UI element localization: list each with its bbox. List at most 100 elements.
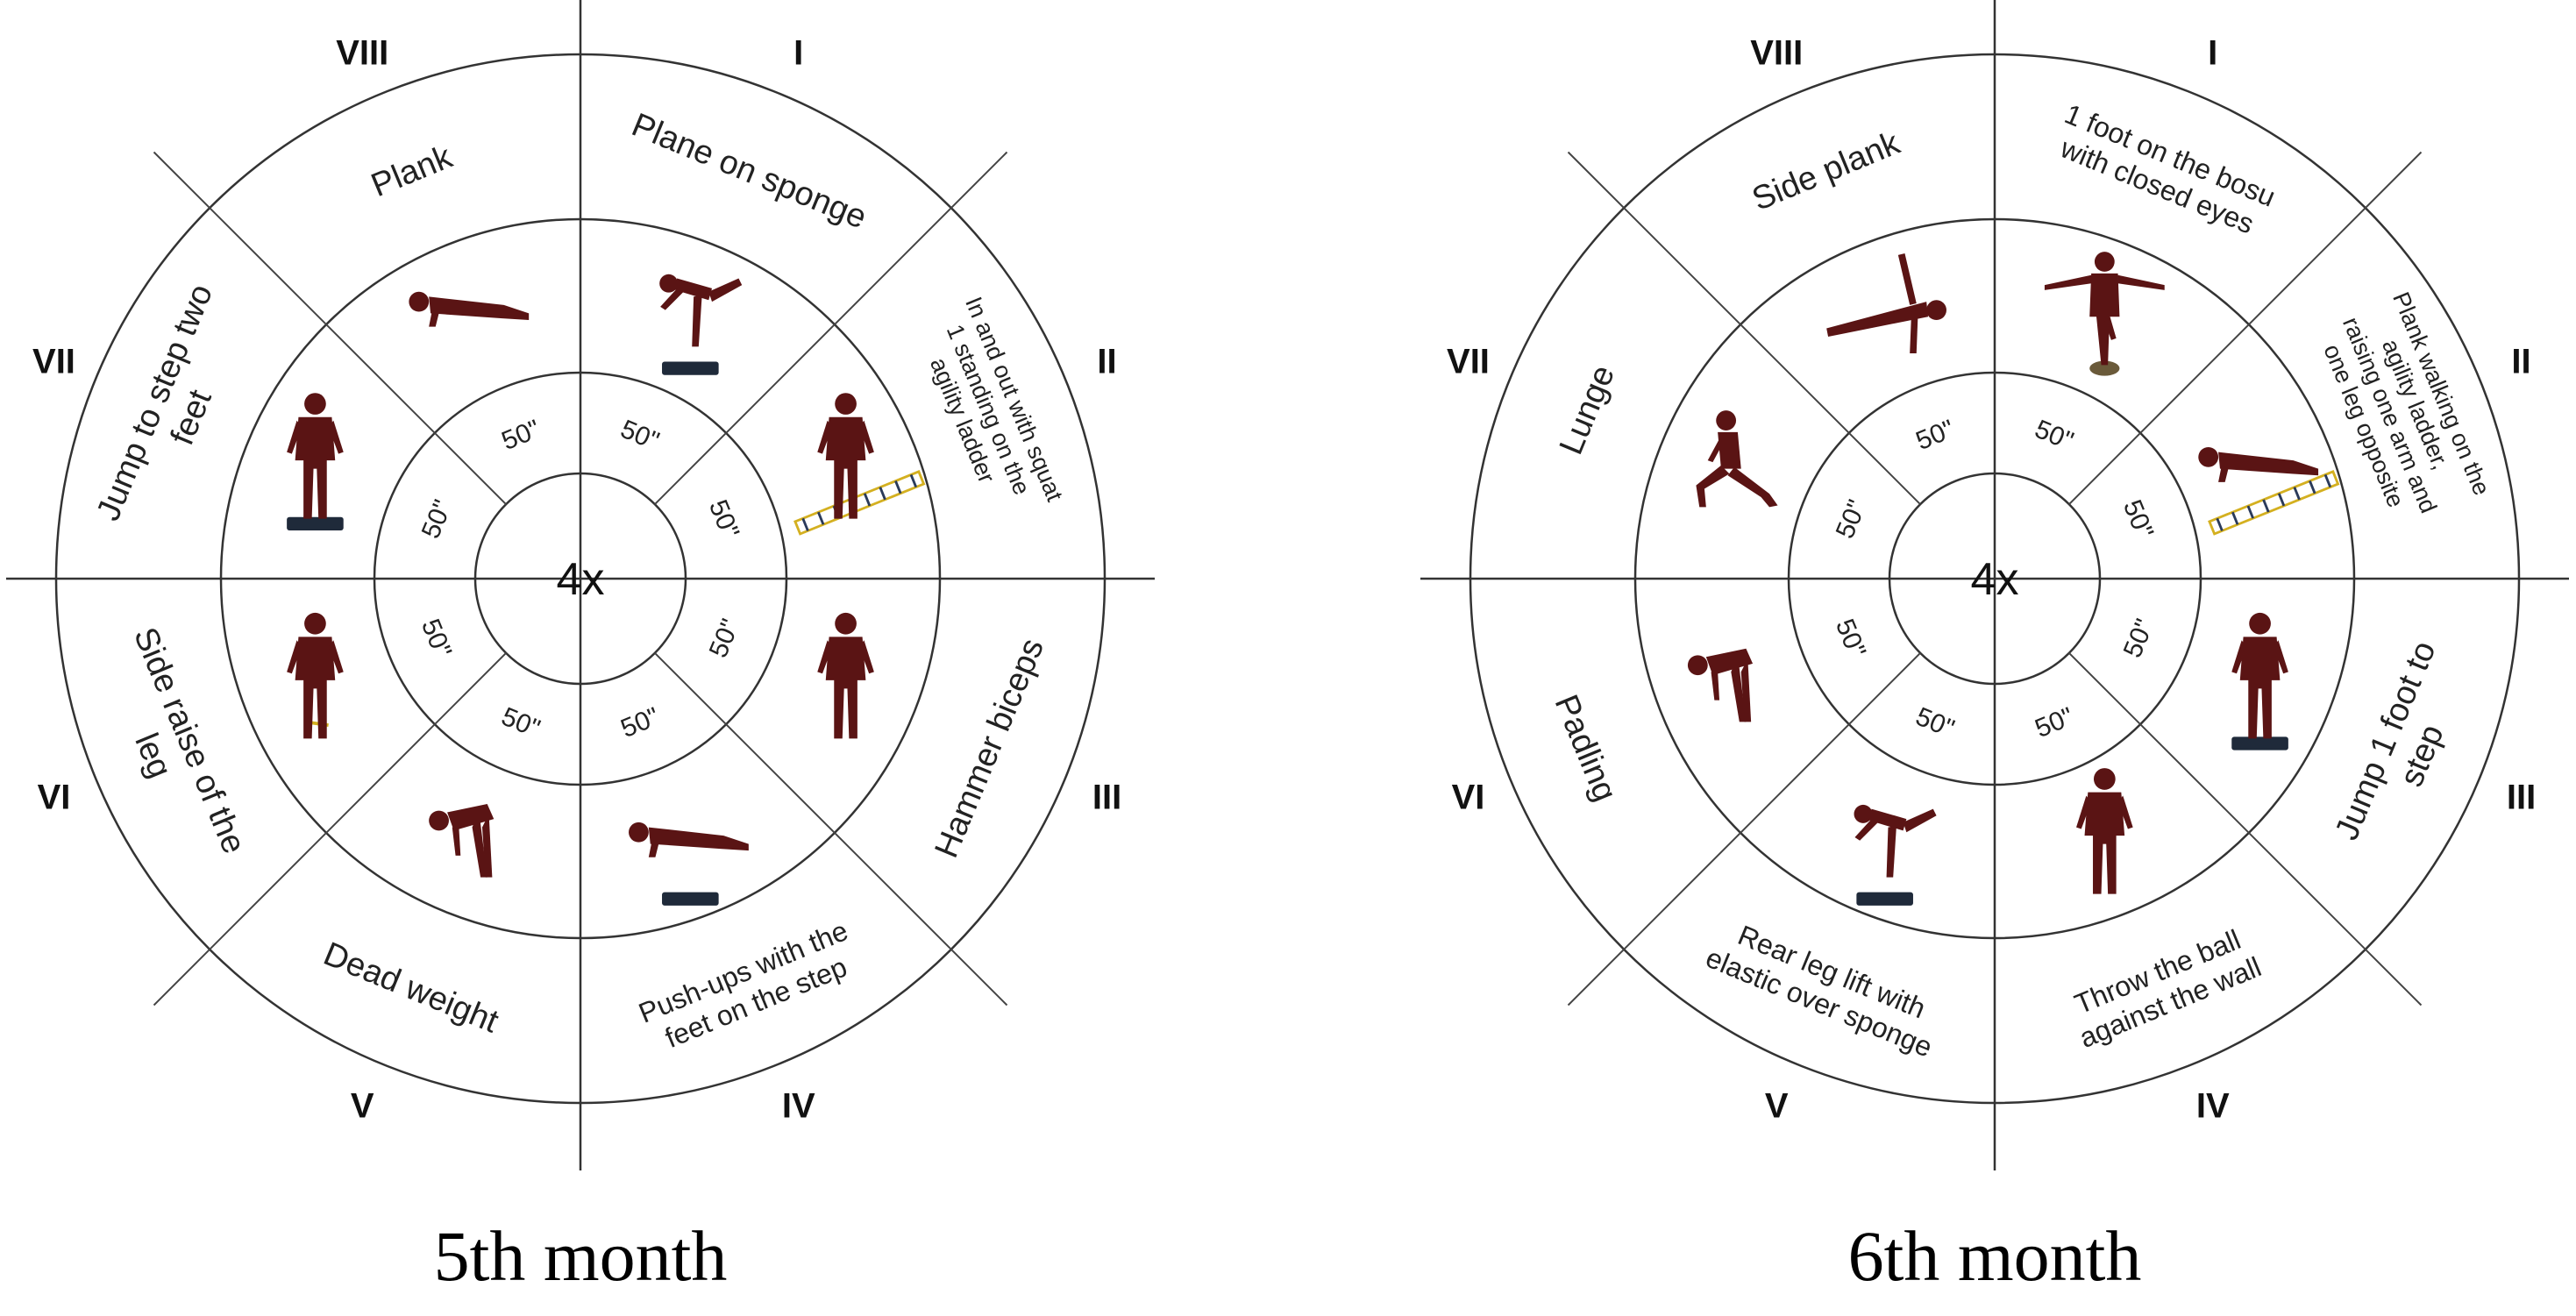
sector-iv: IV 50" Push-ups with thefeet on the step xyxy=(616,702,865,1126)
exercise-figure xyxy=(2231,612,2288,750)
sector-number: III xyxy=(1092,779,1121,817)
agility-ladder-prop xyxy=(793,470,926,536)
duration-label: 50" xyxy=(2118,615,2160,661)
sector-number: I xyxy=(2208,33,2217,72)
exercise-figure xyxy=(429,803,495,878)
duration-label: 50" xyxy=(2031,415,2077,456)
sector-number: II xyxy=(2511,342,2530,381)
sector-number: VIII xyxy=(336,33,388,72)
step-prop xyxy=(287,516,344,530)
sector-viii: VIII 50" Plank xyxy=(336,33,544,456)
exercise-figure xyxy=(2198,446,2340,536)
sector-number: VIII xyxy=(1750,33,1803,72)
sector-number: IV xyxy=(2196,1087,2230,1126)
duration-label: 50" xyxy=(616,702,663,743)
athlete-silhouette xyxy=(409,291,530,327)
exercise-figure xyxy=(287,612,344,739)
exercise-figure xyxy=(2076,768,2133,894)
exercise-figure xyxy=(793,393,926,536)
step-prop xyxy=(1856,892,1913,906)
exercise-label: Jump to step twofeet xyxy=(89,279,256,541)
athlete-silhouette xyxy=(2231,612,2288,739)
diagonal-divider xyxy=(1567,652,1921,1007)
exercise-figure xyxy=(2044,252,2165,376)
sector-number: II xyxy=(1097,342,1116,381)
duration-label: 50" xyxy=(2031,702,2077,743)
diagonal-divider xyxy=(153,652,507,1007)
athlete-silhouette xyxy=(2198,446,2319,482)
sector-number: V xyxy=(351,1087,374,1126)
athlete-silhouette xyxy=(287,393,344,519)
duration-label: 50" xyxy=(703,496,744,543)
sector-v: V50"Rear leg lift withelastic over spong… xyxy=(1702,702,1959,1126)
athlete-silhouette xyxy=(1687,648,1754,722)
duration-label: 50" xyxy=(1831,496,1872,543)
diagonal-divider xyxy=(654,652,1008,1007)
athlete-silhouette xyxy=(659,274,743,347)
athlete-silhouette xyxy=(629,822,749,857)
exercise-figure xyxy=(1826,253,1946,354)
exercise-label: Lunge xyxy=(1553,360,1622,460)
sector-number: I xyxy=(793,33,803,72)
sector-number: VI xyxy=(38,779,71,817)
wheel-month6: 4x I 50" 1 foot on the bosuwith closed eyes… xyxy=(1420,0,2569,1296)
duration-label: 50" xyxy=(416,496,458,543)
exercise-label: Plank xyxy=(366,139,459,205)
exercise-label: Hammer biceps xyxy=(929,633,1052,863)
duration-label: 50" xyxy=(497,702,544,743)
sector-iv: IV 50" Throw the ballagainst the wall xyxy=(2031,702,2265,1126)
duration-label: 50" xyxy=(1911,702,1958,743)
duration-label: 50" xyxy=(2117,496,2159,543)
step-prop xyxy=(662,892,719,906)
exercise-figure xyxy=(1687,648,1754,722)
sector-i: I 50" 1 foot on the bosuwith closed eyes xyxy=(2031,33,2280,456)
exercise-figure xyxy=(1696,410,1778,508)
duration-label: 50" xyxy=(616,415,663,456)
step-prop xyxy=(2231,736,2288,750)
exercise-figure xyxy=(287,393,344,530)
athlete-silhouette xyxy=(1854,804,1937,878)
athlete-silhouette xyxy=(1826,253,1946,354)
diagonal-divider xyxy=(2068,151,2423,505)
diagonal-divider xyxy=(1567,151,1921,505)
exercise-label: 1 foot on the bosuwith closed eyes xyxy=(2047,97,2280,243)
exercise-label: Plane on sponge xyxy=(627,107,872,237)
sector-number: VI xyxy=(1452,779,1485,817)
exercise-label: Side raise of theleg xyxy=(90,622,253,874)
diagonal-divider xyxy=(153,151,507,505)
athlete-silhouette xyxy=(1696,410,1778,508)
athlete-silhouette xyxy=(817,612,874,739)
athlete-silhouette xyxy=(2044,252,2165,366)
agility-ladder-prop xyxy=(2208,470,2340,536)
athlete-silhouette xyxy=(2076,768,2133,894)
repetitions-label: 4x xyxy=(1971,554,2019,605)
wheel-caption: 5th month xyxy=(434,1216,728,1296)
sector-ii: II 50" Plank walking on theagility ladder,… xyxy=(2117,288,2531,543)
diagonal-divider xyxy=(654,151,1008,505)
duration-label: 50" xyxy=(498,415,544,456)
sector-number: VII xyxy=(32,342,75,381)
repetitions-label: 4x xyxy=(557,554,605,605)
exercise-label: Padling xyxy=(1548,690,1624,807)
duration-label: 50" xyxy=(1830,615,1871,661)
exercise-figure xyxy=(629,822,749,906)
diagonal-divider xyxy=(2068,652,2423,1007)
exercise-figure xyxy=(817,612,874,739)
exercise-figure xyxy=(659,274,743,375)
sector-i: I 50" Plane on sponge xyxy=(616,33,872,456)
bosu-prop xyxy=(2089,360,2120,376)
sector-v: V 50" Dead weight xyxy=(318,702,544,1126)
exercise-label: Dead weight xyxy=(318,935,504,1041)
exercise-label: Throw the ballagainst the wall xyxy=(2062,921,2266,1055)
exercise-label: Push-ups with thefeet on the step xyxy=(634,914,865,1059)
exercise-figure xyxy=(409,291,530,327)
sector-number: IV xyxy=(782,1087,815,1126)
duration-label: 50" xyxy=(416,615,457,661)
sector-number: III xyxy=(2507,779,2536,817)
exercise-label: In and out with squat1 standing on theag… xyxy=(908,293,1068,527)
exercise-label: Plank walking on theagility ladder,raisi… xyxy=(2310,288,2495,531)
